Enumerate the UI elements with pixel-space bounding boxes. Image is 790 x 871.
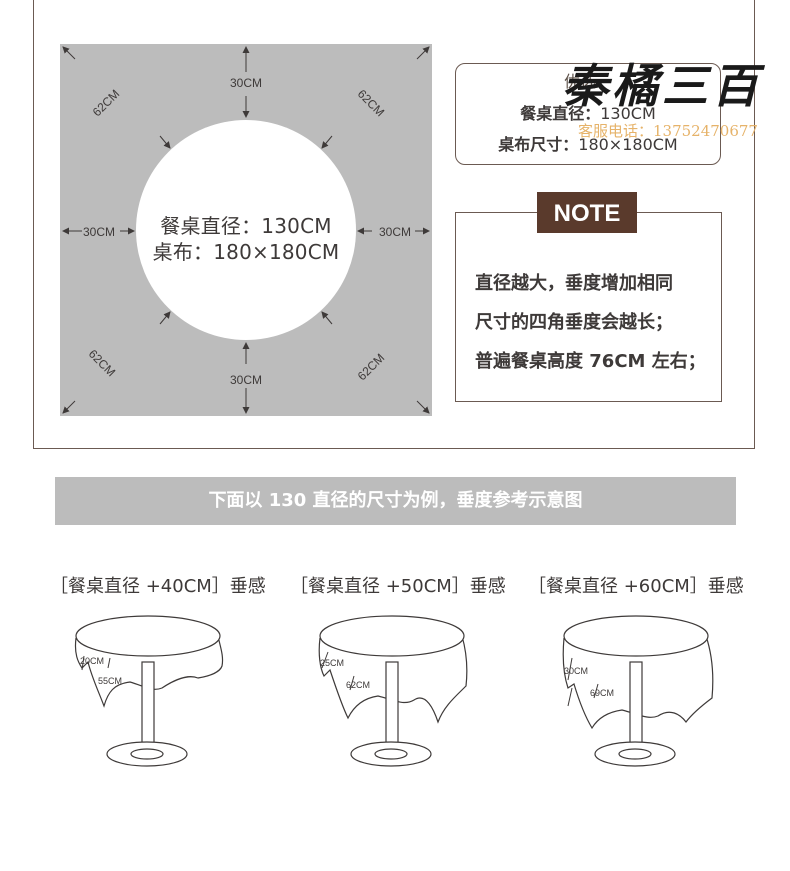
- spec-box: 优选 餐桌直径：130CM 桌布尺寸：180×180CM: [455, 63, 721, 165]
- spec-cloth-value: 180×180CM: [578, 135, 678, 154]
- note-line-1: 直径越大，垂度增加相同: [475, 273, 673, 294]
- example-title-60: ［餐桌直径 +60CM］垂感: [528, 576, 744, 597]
- note-line-3: 普遍餐桌高度 76CM 左右；: [475, 351, 706, 372]
- table-circle: [136, 120, 356, 340]
- table-illustration-40: 20CM 55CM: [74, 615, 224, 767]
- spec-cloth-row: 桌布尺寸：180×180CM: [456, 131, 720, 155]
- dim-right-label: 30CM: [379, 225, 412, 239]
- drop-long-50: 62CM: [346, 680, 370, 690]
- cloth-size-label: 桌布：180×180CM: [152, 240, 340, 264]
- note-line-2: 尺寸的四角垂度会越长；: [475, 312, 673, 333]
- note-box: [455, 212, 722, 402]
- spec-cloth-key: 桌布尺寸：: [498, 135, 579, 154]
- table-illustration-60: 30CM 69CM: [562, 615, 714, 767]
- spec-table-value: 130CM: [600, 104, 656, 123]
- table-diameter-label: 餐桌直径：130CM: [160, 214, 332, 238]
- drop-long-40: 55CM: [98, 676, 122, 686]
- dim-left-label: 30CM: [83, 225, 116, 239]
- example-title-40: ［餐桌直径 +40CM］垂感: [50, 576, 266, 597]
- note-badge: NOTE: [537, 192, 637, 233]
- tablecloth-size-diagram: 30CM 30CM 30CM 30CM 62CM 62CM 62CM 62CM …: [60, 44, 432, 416]
- diagram-lines: [62, 46, 430, 414]
- drop-short-60: 30CM: [564, 666, 588, 676]
- drop-short-50: 25CM: [320, 658, 344, 668]
- drop-short-40: 20CM: [80, 656, 104, 666]
- drop-reference-banner: 下面以 130 直径的尺寸为例，垂度参考示意图: [55, 477, 736, 525]
- spec-corner-label: 优选: [564, 72, 597, 91]
- table-illustration-50: 25CM 62CM: [318, 615, 468, 767]
- spec-table-row: 餐桌直径：130CM: [456, 100, 720, 124]
- dim-bottom-label: 30CM: [230, 373, 263, 387]
- top-frame: [33, 0, 755, 449]
- example-title-50: ［餐桌直径 +50CM］垂感: [290, 576, 506, 597]
- spec-table-key: 餐桌直径：: [520, 104, 601, 123]
- drop-long-60: 69CM: [590, 688, 614, 698]
- dim-top-label: 30CM: [230, 76, 263, 90]
